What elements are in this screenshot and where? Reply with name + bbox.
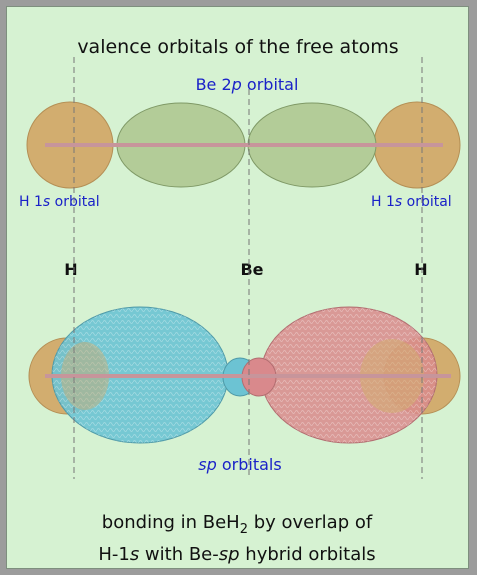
h-1s-orbital-label-left: H 1s orbital: [19, 194, 100, 210]
sp-bonding-orbitals: [28, 306, 461, 444]
alignment-guides: [73, 57, 423, 479]
caption-line-2: H-1s with Be-sp hybrid orbitals: [98, 544, 375, 565]
atom-label-h-left: H: [64, 260, 77, 279]
atom-label-be: Be: [240, 260, 263, 279]
h-1s-orbital-label-right: H 1s orbital: [371, 194, 452, 210]
sp-orbitals-label: sp orbitals: [198, 455, 281, 474]
diagram-panel: valence orbitals of the free atoms Be 2p…: [6, 6, 469, 569]
be-2p-orbital-label: Be 2p orbital: [196, 75, 299, 94]
caption-line-1: bonding in BeH2 by overlap of: [102, 512, 373, 537]
free-atom-orbitals: [26, 101, 461, 189]
atom-label-h-right: H: [414, 260, 427, 279]
orbital-diagram: valence orbitals of the free atoms Be 2p…: [19, 36, 461, 565]
diagram-title: valence orbitals of the free atoms: [77, 36, 398, 58]
